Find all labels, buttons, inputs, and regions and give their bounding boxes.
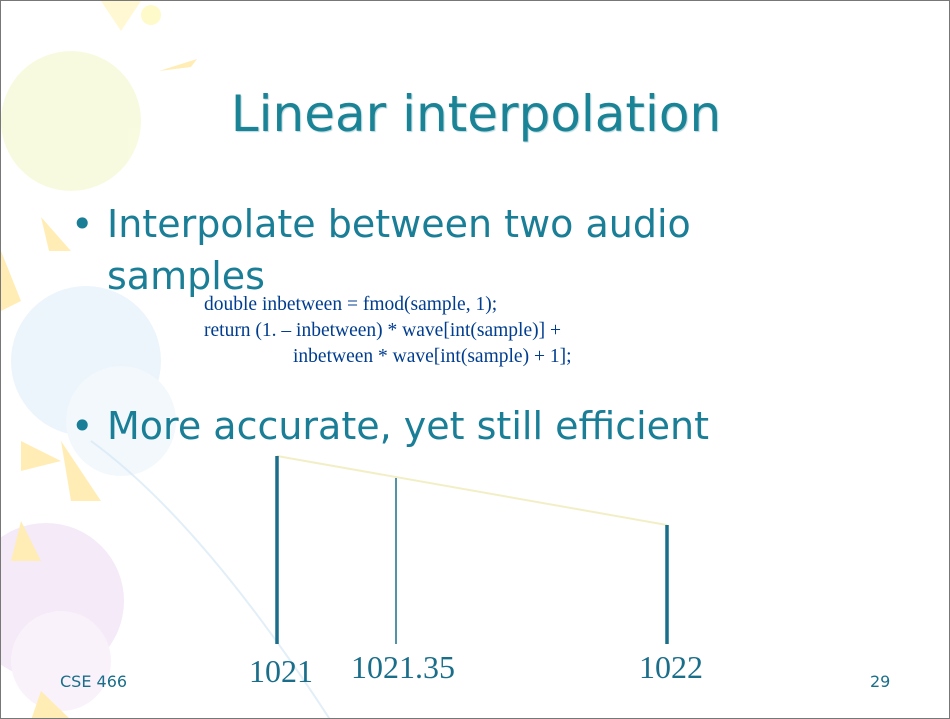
bullet-dot-icon: • [71, 202, 94, 246]
code-block: double inbetween = fmod(sample, 1); retu… [204, 292, 571, 370]
label-1021-35: 1021.35 [351, 649, 455, 685]
label-1022: 1022 [639, 649, 703, 685]
interpolation-line [276, 455, 668, 526]
code-line: inbetween * wave[int(sample) + 1]; [293, 346, 572, 367]
code-line: double inbetween = fmod(sample, 1); [204, 294, 498, 315]
bullet-text: Interpolate between two audio [107, 202, 691, 246]
footer-page-number: 29 [870, 672, 891, 691]
bullet-line: samples [107, 254, 265, 298]
code-line: return (1. – inbetween) * wave[int(sampl… [204, 320, 561, 341]
bullet-dot-icon: • [71, 404, 94, 448]
slide-title: Linear interpolation [230, 85, 722, 143]
bullet-line: • More accurate, yet still efficient [71, 400, 709, 452]
bullet-line: • Interpolate between two audio [71, 198, 691, 250]
bullet-efficient: • More accurate, yet still efficient [71, 400, 709, 452]
bullet-interpolate: • Interpolate between two audio samples [71, 198, 691, 302]
bullet-text: More accurate, yet still efficient [107, 404, 710, 448]
label-1021: 1021 [249, 653, 313, 689]
footer-course: CSE 466 [60, 672, 128, 691]
